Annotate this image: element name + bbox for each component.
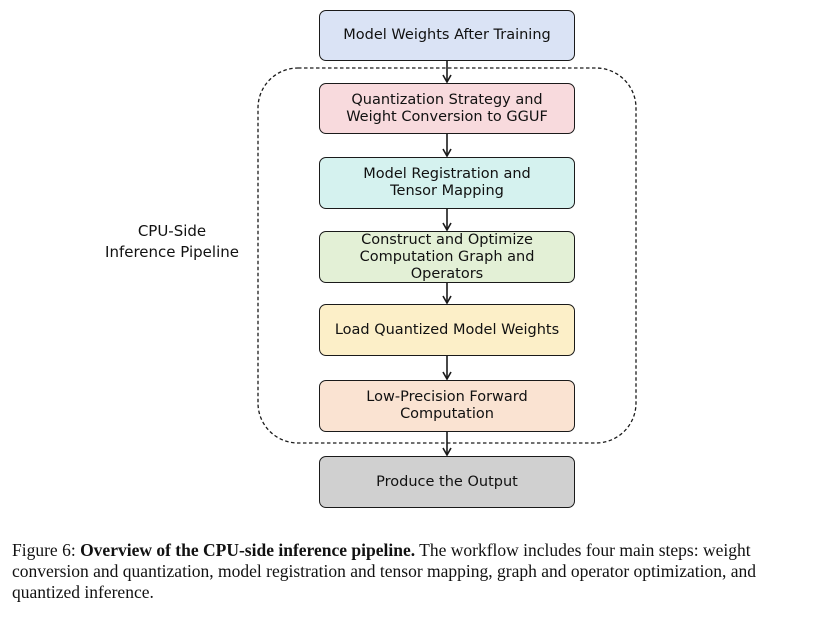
step-computation-graph: Construct and Optimize Computation Graph… bbox=[319, 231, 575, 283]
caption-text: The workflow includes four main steps: w… bbox=[12, 540, 757, 602]
group-label: CPU-Side Inference Pipeline bbox=[105, 222, 239, 261]
caption-title: Overview of the CPU-side inference pipel… bbox=[80, 540, 416, 560]
step-low-precision-forward: Low-Precision Forward Computation bbox=[319, 380, 575, 432]
step-quantization-strategy: Quantization Strategy and Weight Convers… bbox=[319, 83, 575, 134]
figure-caption: Figure 6: Overview of the CPU-side infer… bbox=[12, 540, 812, 603]
caption-prefix: Figure 6: bbox=[12, 540, 81, 560]
pipeline-diagram: Model Weights After Training Quantizatio… bbox=[105, 10, 637, 508]
step-load-quantized-weights: Load Quantized Model Weights bbox=[319, 304, 575, 356]
step-model-weights-after-training: Model Weights After Training bbox=[319, 10, 575, 61]
step-model-registration: Model Registration and Tensor Mapping bbox=[319, 157, 575, 209]
step-produce-output: Produce the Output bbox=[319, 456, 575, 508]
diagram-connectors bbox=[257, 61, 637, 457]
